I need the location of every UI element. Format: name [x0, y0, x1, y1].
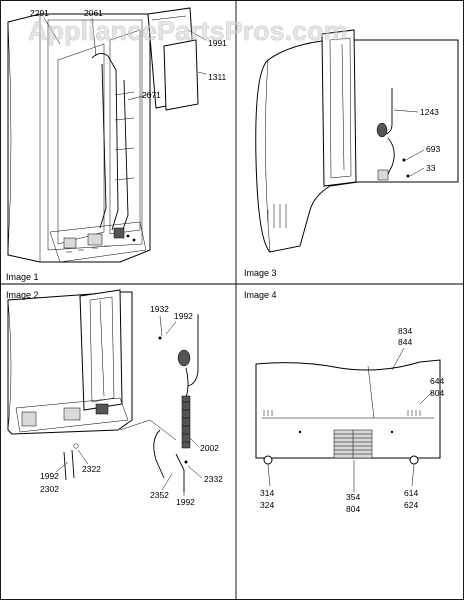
panel-image-3: 1243 693 33 Image 3	[244, 29, 459, 278]
image-4-caption: Image 4	[244, 290, 277, 300]
image-2-leader-lines	[55, 315, 203, 496]
image-4-label-644: 644	[430, 376, 444, 386]
image-2-label-1932: 1932	[150, 304, 169, 314]
image-1-leader-lines	[43, 17, 207, 101]
panel-image-1: 2291 2061 1991 1311 2071 Image 1	[6, 7, 227, 282]
image-2-refrigerator-back	[7, 289, 199, 492]
image-2-label-1992-b: 1992	[176, 497, 195, 507]
image-3-label-693: 693	[426, 144, 440, 154]
image-4-label-314: 314	[260, 488, 274, 498]
image-4-label-834: 834	[398, 326, 412, 336]
image-1-label-2071: 2071	[142, 90, 161, 100]
image-3-label-33: 33	[426, 163, 436, 173]
image-4-label-354: 354	[346, 492, 360, 502]
image-4-label-804-a: 804	[430, 388, 444, 398]
watermark-text: AppliancePartsPros.com	[28, 16, 348, 46]
image-1-label-2061: 2061	[84, 8, 103, 18]
image-3-refrigerator-back	[255, 29, 459, 253]
image-4-label-804-b: 804	[346, 504, 360, 514]
image-1-label-1991: 1991	[208, 38, 227, 48]
image-2-label-2302: 2302	[40, 484, 59, 494]
image-4-leader-lines	[267, 347, 433, 492]
panel-image-2: 1932 1992 2002 2332 2352 1992 1992 2302 …	[6, 289, 223, 507]
image-3-leader-lines	[393, 109, 425, 177]
image-4-refrigerator-base	[255, 359, 441, 465]
image-2-label-2332: 2332	[204, 474, 223, 484]
image-2-label-2322: 2322	[82, 464, 101, 474]
image-1-label-2291: 2291	[30, 8, 49, 18]
image-2-caption: Image 2	[6, 290, 39, 300]
image-2-label-1992-a: 1992	[174, 311, 193, 321]
image-3-label-1243: 1243	[420, 107, 439, 117]
image-1-label-1311: 1311	[208, 72, 227, 82]
image-1-caption: Image 1	[6, 272, 39, 282]
panel-image-4: 834 844 644 804 314 324 354 804 614 624 …	[244, 290, 444, 514]
image-2-label-2002: 2002	[200, 443, 219, 453]
image-1-refrigerator-back	[7, 7, 199, 263]
image-4-label-844: 844	[398, 337, 412, 347]
image-4-label-324: 324	[260, 500, 274, 510]
image-2-label-1992-c: 1992	[40, 471, 59, 481]
image-3-caption: Image 3	[244, 268, 277, 278]
image-4-label-624: 624	[404, 500, 418, 510]
image-4-label-614: 614	[404, 488, 418, 498]
image-2-label-2352: 2352	[150, 490, 169, 500]
